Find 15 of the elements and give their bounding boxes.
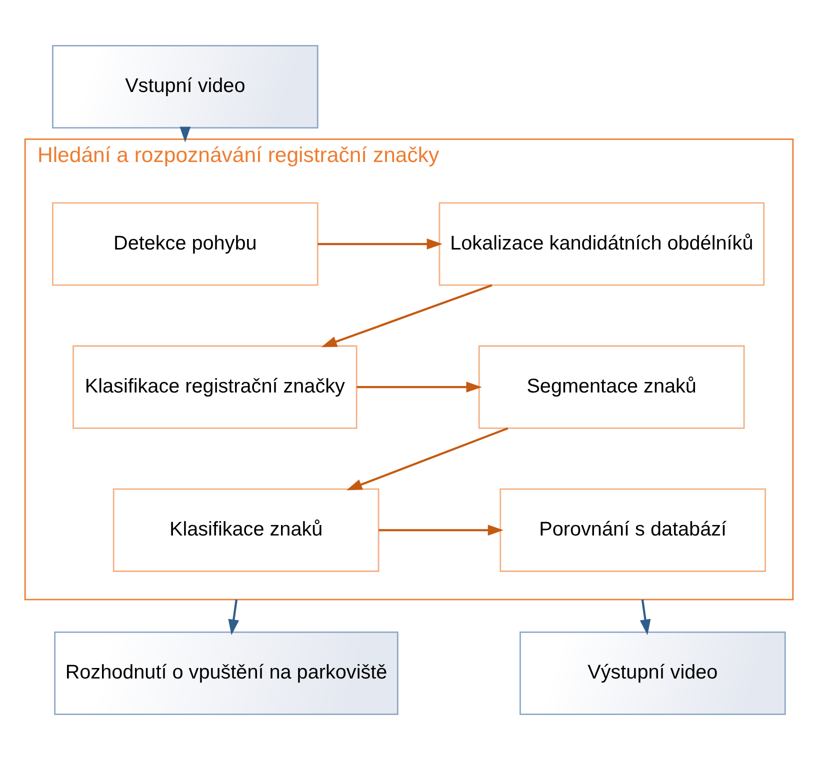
arrow	[346, 427, 508, 490]
node-box: Porovnání s databází	[500, 488, 766, 572]
arrow	[356, 382, 482, 393]
arrow	[228, 599, 240, 636]
node-box: Klasifikace registrační značky	[72, 345, 358, 429]
node-box: Rozhodnutí o vpuštění na parkoviště	[54, 631, 398, 716]
node-box: Výstupní video	[520, 631, 786, 716]
arrow	[640, 599, 651, 636]
node-box: Detekce pohybu	[52, 202, 318, 286]
node-box: Lokalizace kandidátních obdélníků	[438, 202, 765, 286]
arrow	[318, 238, 442, 250]
arrow	[321, 284, 492, 348]
node-box: Segmentace znaků	[478, 345, 745, 429]
node-box: Klasifikace znaků	[112, 488, 380, 572]
arrow	[378, 524, 504, 536]
